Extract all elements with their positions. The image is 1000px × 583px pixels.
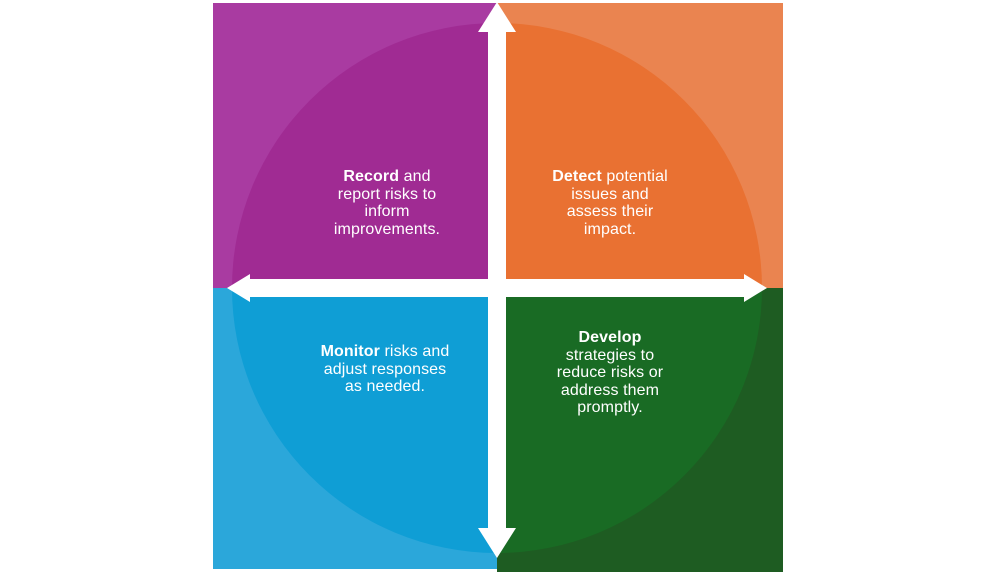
- record-text: Record and report risks to inform improv…: [302, 168, 472, 238]
- develop-line-3: reduce risks or: [556, 364, 664, 381]
- detect-text: Detect potential issues and assess their…: [525, 168, 695, 238]
- quadrant-detect: [497, 3, 783, 288]
- quadrant-monitor: [213, 288, 497, 569]
- detect-line-1: Detect potential: [552, 168, 668, 185]
- record-line-2: report risks to: [337, 185, 437, 203]
- cycle-arrows: [227, 2, 767, 558]
- monitor-line-3: as needed.: [344, 378, 426, 395]
- detect-line-2: issues and: [571, 185, 649, 203]
- quadrant-develop: [497, 288, 783, 572]
- monitor-line-1: Monitor risks and: [320, 343, 450, 360]
- detect-line-3: assess their: [566, 203, 654, 220]
- develop-line-5: promptly.: [577, 399, 643, 416]
- monitor-quarter-pie: [232, 288, 497, 553]
- monitor-line-2: adjust responses: [323, 360, 447, 378]
- quadrant-record: [213, 3, 497, 288]
- develop-quarter-pie: [497, 288, 762, 553]
- record-line-1: Record and: [343, 168, 431, 185]
- develop-text: Develop strategies to reduce risks or ad…: [525, 329, 695, 417]
- monitor-text: Monitor risks and adjust responses as ne…: [295, 343, 475, 396]
- develop-line-1: Develop: [578, 329, 642, 346]
- detect-line-4: impact.: [583, 220, 637, 238]
- record-line-3: inform: [364, 203, 410, 220]
- vertical-double-arrow-icon: [478, 2, 516, 558]
- record-line-4: improvements.: [333, 220, 441, 238]
- develop-line-4: address them: [560, 381, 660, 399]
- record-quarter-pie: [232, 23, 497, 288]
- develop-line-2: strategies to: [565, 346, 655, 364]
- detect-quarter-pie: [497, 23, 762, 288]
